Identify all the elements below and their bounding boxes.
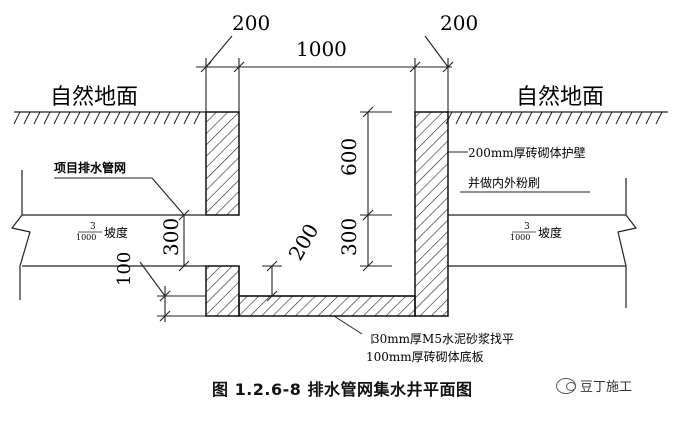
ground-left-label: 自然地面 bbox=[50, 85, 138, 110]
dim-100-label: 100 bbox=[114, 252, 135, 286]
wechat-logo-icon bbox=[556, 377, 576, 394]
pipe-network-label: 项目排水管网 bbox=[54, 160, 126, 175]
slope-left-text: 坡度 bbox=[104, 225, 128, 240]
base-label-1: 30mm厚M5水泥砂浆找平 bbox=[372, 331, 514, 346]
watermark-text: 豆丁施工 bbox=[580, 380, 633, 395]
left-100-dimension bbox=[139, 261, 206, 322]
pipe-right bbox=[448, 178, 638, 308]
dim-300-left-label: 300 bbox=[159, 218, 183, 256]
base-label-2: 100mm厚砖砌体底板 bbox=[366, 349, 484, 364]
slope-left: 3 1000 坡度 bbox=[76, 222, 128, 242]
bottom-200-dimension bbox=[262, 260, 282, 302]
well-wall-hatched bbox=[205, 111, 449, 317]
dim-top-mid-label: 1000 bbox=[296, 37, 347, 61]
leader-lines bbox=[333, 151, 590, 344]
slope-right-num: 3 bbox=[524, 222, 530, 232]
right-dimension bbox=[360, 106, 392, 272]
slope-right-text: 坡度 bbox=[538, 225, 562, 240]
dim-top-right-label: 200 bbox=[440, 11, 478, 35]
slope-left-den: 1000 bbox=[76, 233, 96, 242]
well-chamber-inner-line bbox=[238, 266, 415, 297]
dim-200-bottom-label: 200 bbox=[284, 219, 324, 264]
dim-600-label: 600 bbox=[337, 138, 361, 176]
ground-right bbox=[445, 111, 668, 125]
slope-right-den: 1000 bbox=[510, 233, 530, 242]
figure-caption: 图 1.2.6-8 排水管网集水井平面图 bbox=[212, 380, 473, 399]
slope-right: 3 1000 坡度 bbox=[510, 222, 562, 242]
dim-300-right-label: 300 bbox=[337, 218, 361, 256]
dim-top-left-label: 200 bbox=[232, 11, 270, 35]
wall-label-1: 200mm厚砖砌体护壁 bbox=[468, 145, 586, 160]
pipe-left bbox=[10, 170, 206, 300]
wall-label-2: 并做内外粉刷 bbox=[468, 175, 540, 190]
watermark: 豆丁施工 bbox=[556, 376, 632, 395]
left-300-dimension bbox=[54, 177, 190, 272]
top-dimension bbox=[196, 35, 454, 112]
slope-left-num: 3 bbox=[90, 222, 96, 232]
ground-right-label: 自然地面 bbox=[516, 85, 604, 110]
ground-left bbox=[13, 111, 206, 125]
